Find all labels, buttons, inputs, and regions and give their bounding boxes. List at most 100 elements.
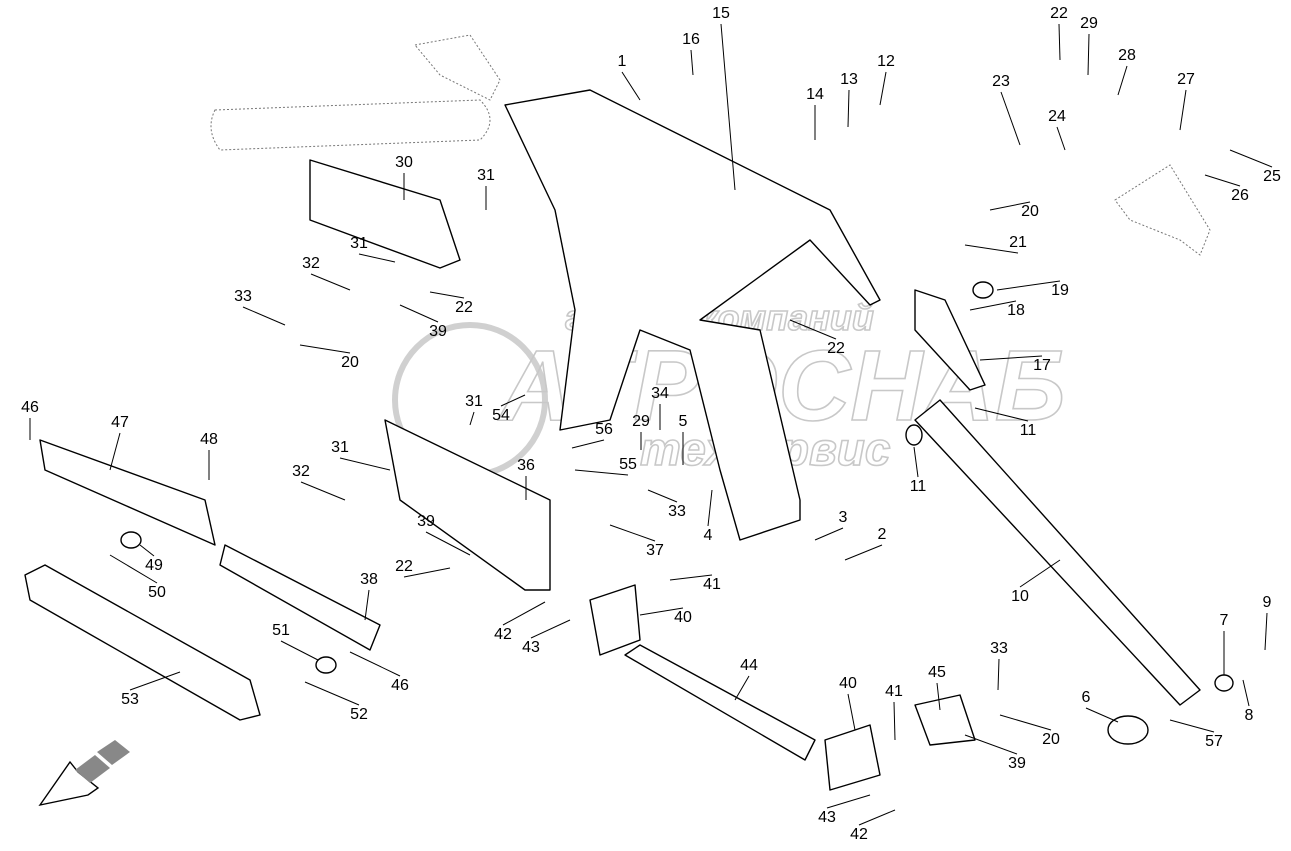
part-number-label: 41 — [885, 683, 903, 700]
leader-line — [1058, 23, 1061, 61]
leader-line — [1229, 149, 1273, 168]
part-number-label: 33 — [668, 503, 686, 520]
part-number-label: 51 — [272, 622, 290, 639]
leader-line — [242, 306, 286, 326]
part-number-label: 2 — [878, 526, 887, 543]
leader-line — [109, 432, 121, 471]
part-number-label: 33 — [990, 640, 1008, 657]
part-number-label: 45 — [928, 664, 946, 681]
leader-lines — [29, 23, 1273, 826]
part-number-label: 52 — [350, 706, 368, 723]
part-number-label: 54 — [492, 407, 510, 424]
part-number-label: 19 — [1051, 282, 1069, 299]
leader-line — [358, 253, 396, 263]
part-number-label: 28 — [1118, 47, 1136, 64]
leader-line — [1117, 65, 1128, 96]
link-47 — [39, 439, 216, 546]
part-number-label: 25 — [1263, 168, 1281, 185]
part-number-label: 32 — [302, 255, 320, 272]
part-number-label: 42 — [850, 826, 868, 843]
leader-line — [429, 291, 465, 299]
part-number-label: 42 — [494, 626, 512, 643]
leader-line — [879, 71, 887, 106]
part-number-label: 23 — [992, 73, 1010, 90]
leader-line — [844, 544, 883, 561]
leader-line — [1056, 126, 1066, 151]
part-number-label: 24 — [1048, 108, 1066, 125]
part-number-label: 15 — [712, 5, 730, 22]
part-number-label: 18 — [1007, 302, 1025, 319]
part-number-label: 34 — [651, 385, 669, 402]
part-number-label: 31 — [477, 167, 495, 184]
part-number-label: 11 — [910, 478, 927, 495]
leader-line — [936, 682, 941, 711]
pin-45 — [914, 694, 976, 746]
leader-line — [913, 446, 919, 478]
part-number-label: 39 — [429, 323, 447, 340]
part-number-label: 10 — [1011, 588, 1029, 605]
leader-line — [979, 355, 1043, 361]
part-number-label: 29 — [632, 413, 650, 430]
leader-line — [304, 681, 360, 706]
washer-51 — [315, 656, 337, 674]
leader-line — [734, 675, 750, 701]
leader-line — [574, 469, 629, 476]
leader-line — [814, 527, 844, 541]
washer-11 — [905, 424, 923, 446]
part-number-label: 53 — [121, 691, 139, 708]
part-number-label: 7 — [1220, 612, 1229, 629]
main-frame — [504, 89, 881, 541]
part-number-label: 6 — [1082, 689, 1091, 706]
leader-line — [847, 89, 850, 128]
leader-line — [469, 411, 475, 426]
leader-line — [364, 589, 370, 621]
part-number-label: 11 — [1020, 422, 1037, 439]
leader-line — [502, 601, 546, 626]
leader-line — [1169, 719, 1215, 733]
part-number-label: 21 — [1009, 234, 1027, 251]
leader-line — [139, 544, 155, 557]
part-number-label: 48 — [200, 431, 218, 448]
leader-line — [997, 658, 1000, 691]
part-number-label: 31 — [331, 439, 349, 456]
part-number-label: 4 — [704, 527, 713, 544]
leader-line — [826, 794, 871, 809]
leader-line — [530, 619, 571, 639]
leader-line — [300, 481, 346, 501]
leader-line — [1019, 559, 1061, 588]
part-number-label: 36 — [517, 457, 535, 474]
leader-line — [299, 344, 351, 354]
leader-line — [280, 640, 319, 661]
leader-line — [571, 439, 605, 449]
part-number-label: 31 — [465, 393, 483, 410]
part-number-label: 38 — [360, 571, 378, 588]
leader-line — [847, 693, 856, 731]
leader-line — [690, 49, 694, 76]
part-number-label: 20 — [1042, 731, 1060, 748]
leader-line — [349, 651, 401, 677]
part-number-label: 56 — [595, 421, 613, 438]
leader-line — [339, 457, 391, 471]
leader-line — [858, 809, 896, 826]
washer-7 — [1214, 674, 1234, 692]
part-number-label: 37 — [646, 542, 664, 559]
part-number-label: 16 — [682, 31, 700, 48]
washer-19 — [972, 281, 994, 299]
leader-line — [893, 701, 896, 741]
part-number-label: 3 — [839, 509, 848, 526]
part-number-label: 13 — [840, 71, 858, 88]
part-number-label: 22 — [827, 340, 845, 357]
leader-line — [1087, 33, 1090, 76]
leader-line — [1000, 91, 1021, 146]
leader-line — [969, 300, 1017, 311]
part-number-label: 14 — [806, 86, 824, 103]
part-number-label: 22 — [1050, 5, 1068, 22]
washer-49 — [120, 531, 142, 549]
leader-line — [999, 714, 1052, 731]
leader-line — [609, 524, 656, 542]
cylinder-53 — [24, 564, 261, 721]
leader-line — [639, 607, 684, 616]
leader-line — [1179, 89, 1187, 131]
part-number-label: 20 — [341, 354, 359, 371]
leader-line — [964, 244, 1019, 254]
